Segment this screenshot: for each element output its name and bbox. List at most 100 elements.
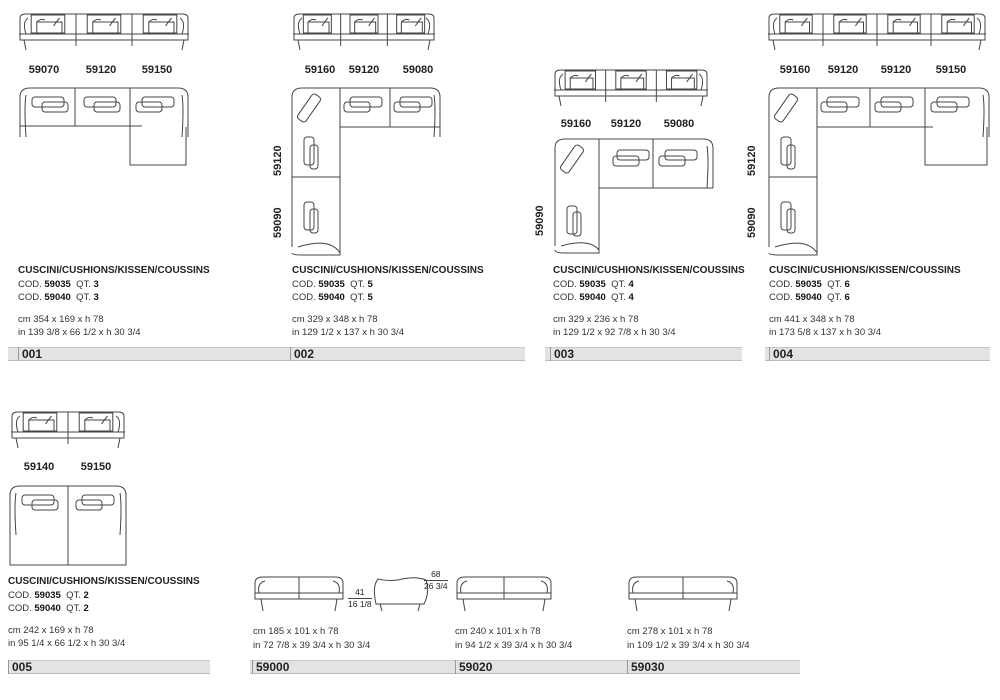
seat-height-cm: 41 bbox=[348, 587, 372, 599]
dimensions-in: in 109 1/2 x 39 3/4 x h 30 3/4 bbox=[627, 639, 750, 651]
composition-002-plan-view bbox=[291, 87, 441, 256]
module-code: 59150 bbox=[141, 64, 173, 76]
sofa-bar: 59000 59020 59030 bbox=[250, 660, 800, 674]
composition-id: 005 bbox=[8, 660, 32, 674]
side-module-code: 59120 bbox=[746, 145, 758, 176]
cushion-code: 59040 bbox=[318, 292, 345, 303]
module-code: 59120 bbox=[610, 118, 642, 130]
composition-002-front-view bbox=[293, 13, 435, 51]
cushion-qty: 3 bbox=[93, 278, 99, 290]
qt-label: QT. bbox=[611, 278, 626, 290]
side-module-code: 59090 bbox=[272, 207, 284, 238]
dimensions-in: in 129 1/2 x 92 7/8 x h 30 3/4 bbox=[553, 327, 676, 338]
composition-004-info: CUSCINI/CUSHIONS/KISSEN/COUSSINS COD. 59… bbox=[769, 264, 961, 340]
side-module-code: 59120 bbox=[272, 145, 284, 176]
composition-id: 002 bbox=[290, 347, 314, 361]
sofa-side-view bbox=[373, 577, 429, 612]
module-code: 59070 bbox=[28, 64, 60, 76]
composition-001-info: CUSCINI/CUSHIONS/KISSEN/COUSSINS COD. 59… bbox=[18, 264, 210, 340]
sofa-59030-info: cm 278 x 101 x h 78 in 109 1/2 x 39 3/4 … bbox=[627, 625, 750, 652]
cushions-heading: CUSCINI/CUSHIONS/KISSEN/COUSSINS bbox=[8, 576, 200, 587]
composition-bar: 005 bbox=[8, 660, 210, 674]
cod-label: COD. bbox=[553, 292, 577, 303]
cushions-heading: CUSCINI/CUSHIONS/KISSEN/COUSSINS bbox=[553, 265, 745, 276]
qt-label: QT. bbox=[66, 589, 81, 601]
composition-bar: 004 bbox=[765, 347, 990, 361]
sofa-59020-front-view bbox=[456, 576, 552, 612]
composition-id: 004 bbox=[769, 347, 793, 361]
composition-003-plan-view bbox=[554, 138, 714, 254]
cushion-code: 59035 bbox=[318, 278, 345, 290]
cushion-qty: 5 bbox=[367, 278, 373, 290]
sofa-id: 59030 bbox=[627, 660, 664, 674]
composition-004-front-view bbox=[768, 13, 986, 51]
dimensions-in: in 139 3/8 x 66 1/2 x h 30 3/4 bbox=[18, 327, 141, 338]
dimensions-cm: cm 242 x 169 x h 78 bbox=[8, 624, 94, 636]
cushion-qty: 4 bbox=[628, 292, 634, 303]
composition-bar: 001 002 bbox=[8, 347, 525, 361]
dimensions-cm: cm 278 x 101 x h 78 bbox=[627, 626, 713, 637]
qt-label: QT. bbox=[76, 292, 91, 303]
qt-label: QT. bbox=[350, 278, 365, 290]
composition-005-info: CUSCINI/CUSHIONS/KISSEN/COUSSINS COD. 59… bbox=[8, 575, 200, 651]
module-code: 59140 bbox=[23, 461, 55, 473]
module-code: 59160 bbox=[779, 64, 811, 76]
dimensions-cm: cm 354 x 169 x h 78 bbox=[18, 313, 104, 325]
composition-001-plan-view bbox=[19, 87, 189, 166]
cushion-qty: 2 bbox=[83, 603, 89, 614]
module-code: 59150 bbox=[935, 64, 967, 76]
side-module-code: 59090 bbox=[534, 205, 546, 236]
cushion-qty: 2 bbox=[83, 589, 89, 601]
dimensions-cm: cm 441 x 348 x h 78 bbox=[769, 313, 855, 325]
cod-label: COD. bbox=[553, 278, 577, 290]
dimensions-in: in 94 1/2 x 39 3/4 x h 30 3/4 bbox=[455, 639, 573, 651]
composition-id: 001 bbox=[18, 347, 42, 361]
cushions-heading: CUSCINI/CUSHIONS/KISSEN/COUSSINS bbox=[18, 265, 210, 276]
cushion-code: 59035 bbox=[44, 278, 71, 290]
qt-label: QT. bbox=[76, 278, 91, 290]
cod-label: COD. bbox=[18, 278, 42, 290]
cushion-code: 59040 bbox=[44, 292, 71, 303]
composition-005-plan-view bbox=[9, 485, 127, 566]
cushions-heading: CUSCINI/CUSHIONS/KISSEN/COUSSINS bbox=[292, 265, 484, 276]
composition-003-front-view bbox=[554, 69, 708, 107]
cushion-code: 59035 bbox=[579, 278, 606, 290]
cod-label: COD. bbox=[292, 278, 316, 290]
dimensions-cm: cm 240 x 101 x h 78 bbox=[455, 626, 541, 637]
module-code: 59120 bbox=[880, 64, 912, 76]
sofa-59000-front-view bbox=[254, 576, 344, 612]
module-code: 59150 bbox=[80, 461, 112, 473]
composition-005-front-view bbox=[11, 411, 125, 449]
composition-id: 003 bbox=[550, 347, 574, 361]
seat-height-in: 16 1/8 bbox=[348, 599, 372, 609]
cushion-code: 59040 bbox=[795, 292, 822, 303]
sofa-59020-info: cm 240 x 101 x h 78 in 94 1/2 x 39 3/4 x… bbox=[455, 625, 572, 652]
sofa-59030-front-view bbox=[628, 576, 738, 612]
sofa-59000-info: cm 185 x 101 x h 78 in 72 7/8 x 39 3/4 x… bbox=[253, 625, 370, 652]
cod-label: COD. bbox=[18, 292, 42, 303]
sofa-id: 59020 bbox=[455, 660, 492, 674]
cushion-qty: 4 bbox=[628, 278, 634, 290]
composition-001-front-view bbox=[19, 13, 189, 51]
composition-004-plan-view bbox=[768, 87, 990, 256]
dimensions-in: in 95 1/4 x 66 1/2 x h 30 3/4 bbox=[8, 638, 126, 649]
dimensions-in: in 173 5/8 x 137 x h 30 3/4 bbox=[769, 327, 881, 338]
cod-label: COD. bbox=[769, 292, 793, 303]
qt-label: QT. bbox=[827, 292, 842, 303]
dimensions-cm: cm 185 x 101 x h 78 bbox=[253, 626, 339, 637]
module-code: 59160 bbox=[560, 118, 592, 130]
module-code: 59160 bbox=[304, 64, 336, 76]
module-code: 59120 bbox=[348, 64, 380, 76]
cushions-heading: CUSCINI/CUSHIONS/KISSEN/COUSSINS bbox=[769, 265, 961, 276]
cushion-code: 59040 bbox=[34, 603, 61, 614]
composition-bar: 003 bbox=[545, 347, 742, 361]
cushion-qty: 3 bbox=[93, 292, 99, 303]
qt-label: QT. bbox=[611, 292, 626, 303]
qt-label: QT. bbox=[66, 603, 81, 614]
cushion-code: 59035 bbox=[795, 278, 822, 290]
cushion-code: 59040 bbox=[579, 292, 606, 303]
cod-label: COD. bbox=[8, 589, 32, 601]
back-height-dimension: 68 26 3/4 bbox=[424, 569, 448, 592]
side-module-code: 59090 bbox=[746, 207, 758, 238]
dimensions-cm: cm 329 x 236 x h 78 bbox=[553, 313, 639, 325]
